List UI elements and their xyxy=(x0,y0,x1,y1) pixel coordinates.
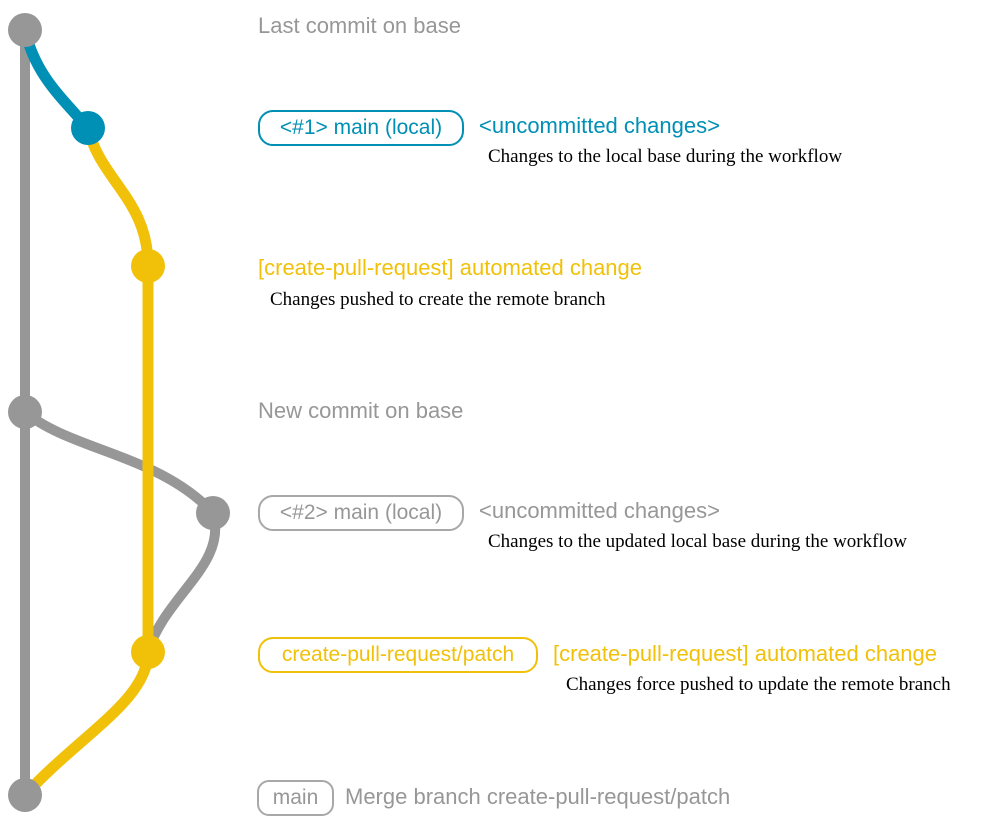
commit-node-merge xyxy=(8,778,42,812)
commit-message-automated-change-1: [create-pull-request] automated change xyxy=(258,255,643,280)
caption-local-base-changes: Changes to the local base during the wor… xyxy=(488,146,843,167)
commit-node-new-base xyxy=(8,395,42,429)
label-new-commit-on-base: New commit on base xyxy=(258,398,464,423)
commit-message-merge-branch: Merge branch create-pull-request/patch xyxy=(345,784,731,809)
commit-message-automated-change-2: [create-pull-request] automated change xyxy=(553,641,938,666)
caption-create-remote-branch: Changes pushed to create the remote bran… xyxy=(270,289,606,310)
caption-update-remote-branch: Changes force pushed to update the remot… xyxy=(566,674,951,695)
branch-badge-create-pull-request-patch: create-pull-request/patch xyxy=(258,637,538,673)
commit-message-uncommitted-1: <uncommitted changes> xyxy=(479,113,720,138)
commit-node-local-1 xyxy=(71,111,105,145)
branch-badge-main: main xyxy=(257,780,334,816)
base-to-patch-curve xyxy=(143,511,221,654)
commit-node-local-2 xyxy=(196,496,230,530)
branch-badge-main-local-2: <#2> main (local) xyxy=(258,495,464,531)
commit-node-patch-1 xyxy=(131,249,165,283)
label-last-commit-on-base: Last commit on base xyxy=(258,13,461,38)
local-branch-curve xyxy=(19,28,93,132)
branch-badge-main-local-1: <#1> main (local) xyxy=(258,110,464,146)
base-branch-out-curve xyxy=(21,408,217,517)
caption-updated-local-base-changes: Changes to the updated local base during… xyxy=(488,531,907,552)
commit-node-last-base xyxy=(8,13,42,47)
commit-message-uncommitted-2: <uncommitted changes> xyxy=(479,498,720,523)
commit-node-patch-2 xyxy=(131,635,165,669)
